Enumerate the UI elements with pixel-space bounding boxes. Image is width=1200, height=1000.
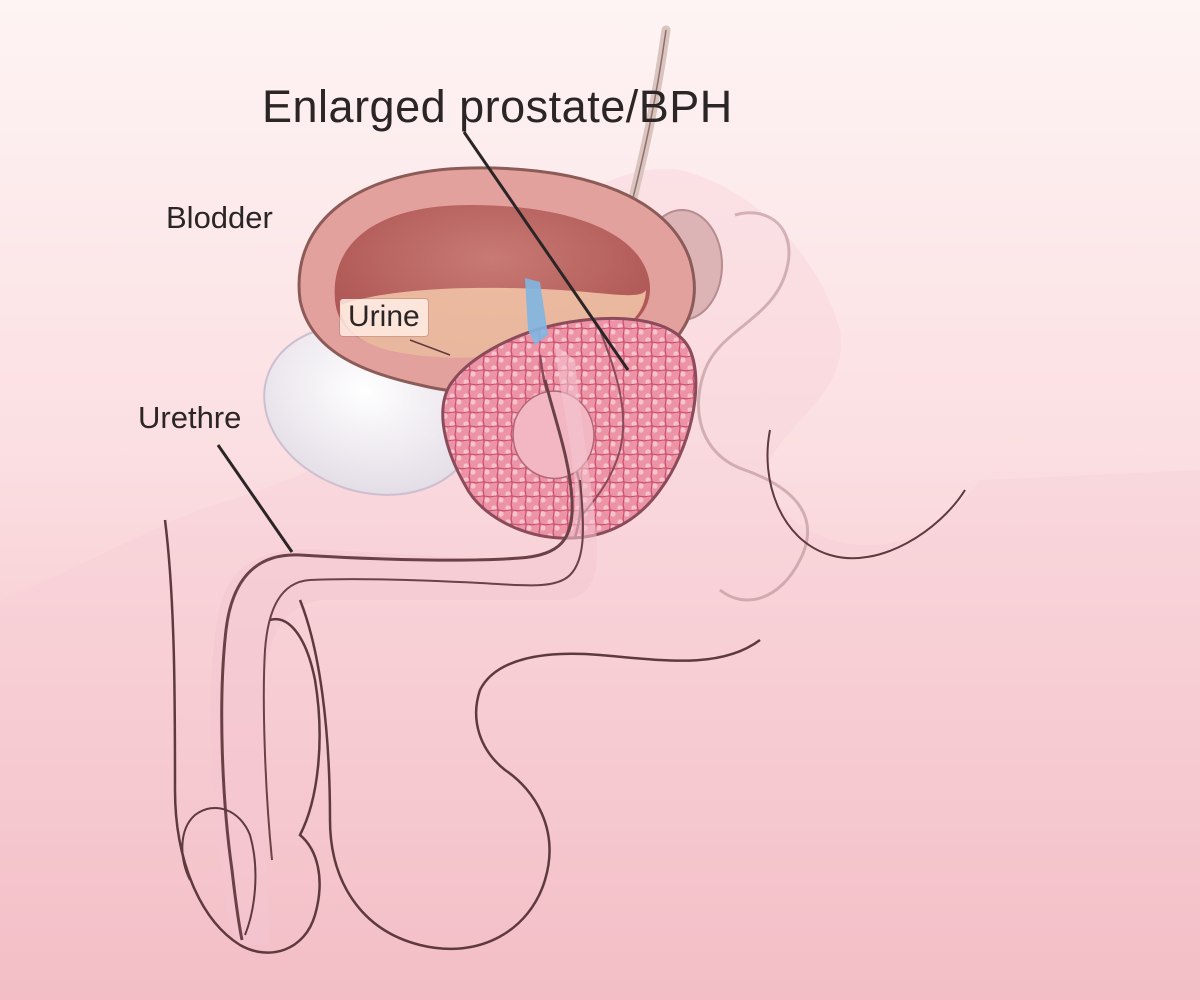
- label-bladder: Blodder: [166, 200, 273, 235]
- leader-line-urethra: [216, 444, 294, 553]
- urethra-line: [220, 379, 574, 941]
- label-urine: Urine: [340, 299, 428, 336]
- pelvic-body-shape: [0, 169, 1200, 1000]
- scrotum-outline: [298, 599, 761, 950]
- label-enlarged-prostate: Enlarged prostate/BPH: [262, 81, 733, 132]
- urine-flow: [525, 278, 548, 345]
- label-urethra: Urethre: [138, 400, 242, 435]
- urethra-tract-fill: [210, 345, 598, 945]
- buttock-outline: [766, 429, 966, 560]
- penis-outline: [163, 519, 321, 954]
- glans-outline: [181, 806, 257, 936]
- rectum-outline: [697, 211, 810, 602]
- leader-line-prostate: [462, 131, 630, 371]
- leader-line-urine: [409, 339, 451, 356]
